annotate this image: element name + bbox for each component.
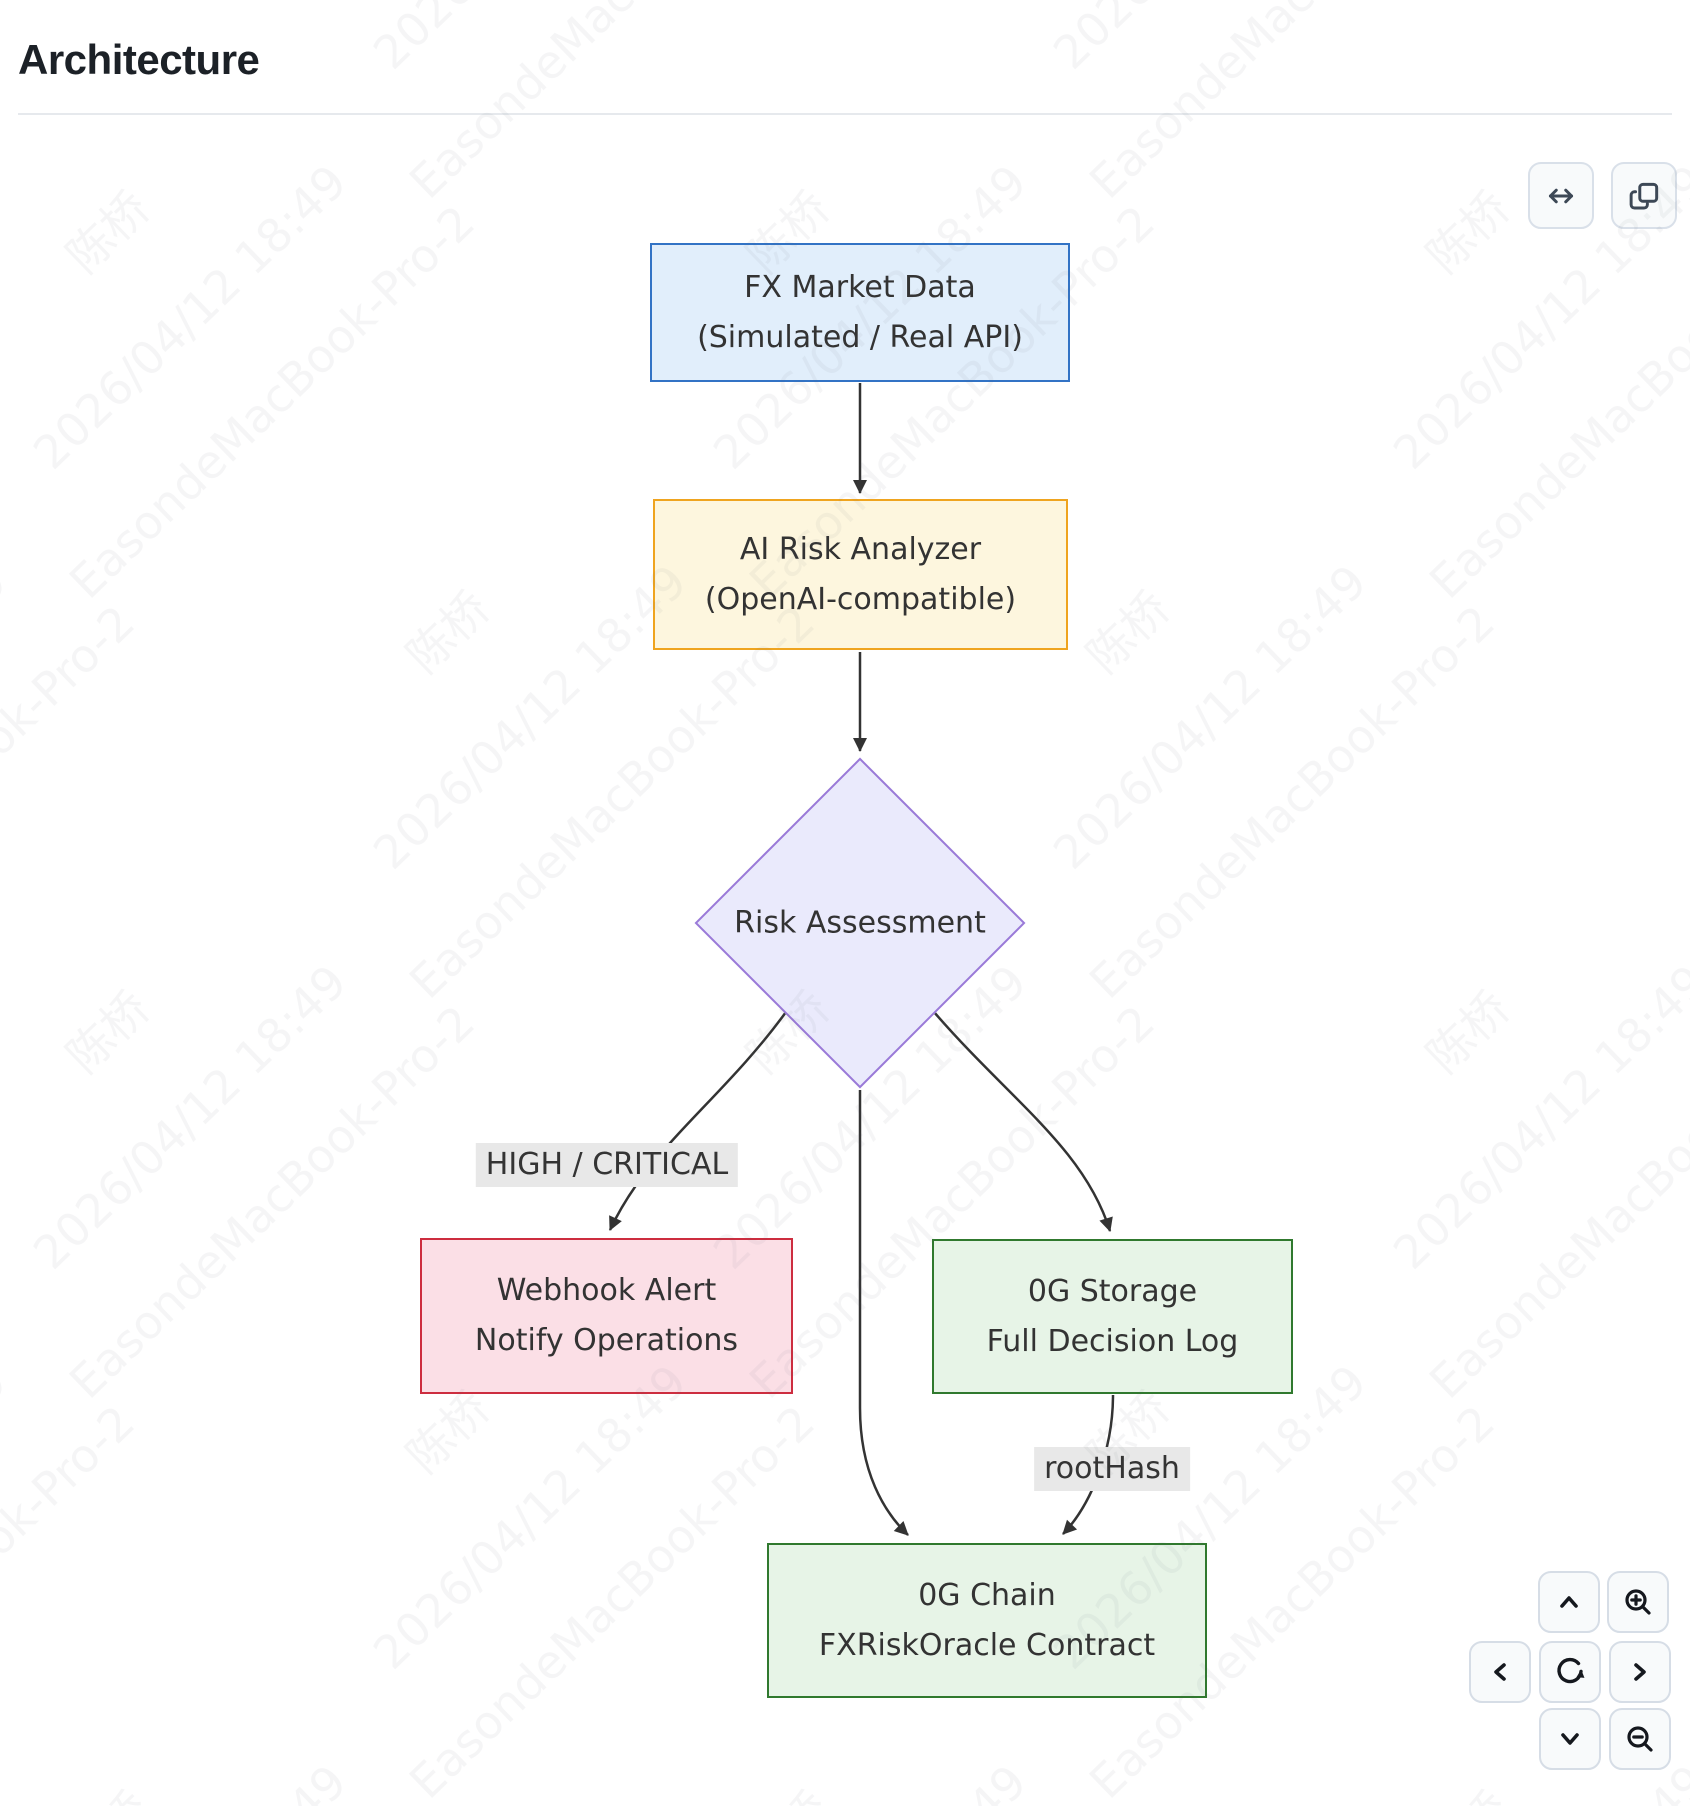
edge-assessment-to-chain: [858, 1090, 909, 1536]
node-label: 0G Storage: [1027, 1273, 1198, 1309]
node-ai-risk-analyzer: AI Risk Analyzer (OpenAI-compatible): [653, 499, 1068, 650]
chevron-down-icon: [1553, 1722, 1587, 1756]
node-label: Notify Operations: [474, 1323, 739, 1358]
pan-up-button[interactable]: [1538, 1571, 1600, 1633]
node-label: 0G Chain: [918, 1577, 1056, 1613]
node-label: (OpenAI-compatible): [704, 581, 1017, 617]
node-webhook-alert: Webhook Alert Notify Operations: [420, 1238, 793, 1394]
node-label: AI Risk Analyzer: [739, 531, 982, 567]
chevron-right-icon: [1623, 1655, 1657, 1689]
pan-right-button[interactable]: [1609, 1641, 1671, 1703]
chevron-up-icon: [1552, 1585, 1586, 1619]
fit-width-button[interactable]: [1528, 162, 1594, 229]
zoom-in-icon: [1621, 1585, 1655, 1619]
edge-label-high-critical: HIGH / CRITICAL: [475, 1143, 739, 1187]
pan-left-button[interactable]: [1469, 1641, 1531, 1703]
page-title: Architecture: [18, 36, 260, 83]
copy-icon: [1625, 177, 1663, 215]
chevron-left-icon: [1483, 1655, 1517, 1689]
node-label: FX Market Data: [744, 269, 976, 305]
edge-label-roothash: rootHash: [1034, 1447, 1190, 1491]
node-label: FXRiskOracle Contract: [818, 1627, 1156, 1663]
zoom-in-button[interactable]: [1607, 1571, 1669, 1633]
title-divider: [18, 113, 1672, 115]
refresh-icon: [1553, 1655, 1587, 1689]
node-label: Webhook Alert: [496, 1273, 717, 1308]
node-label: Full Decision Log: [986, 1323, 1239, 1359]
arrows-horizontal-icon: [1542, 177, 1580, 215]
copy-button[interactable]: [1611, 162, 1677, 229]
zoom-out-icon: [1623, 1722, 1657, 1756]
node-risk-assessment-label: Risk Assessment: [734, 905, 986, 941]
node-label: (Simulated / Real API): [697, 319, 1023, 355]
zoom-out-button[interactable]: [1609, 1708, 1671, 1770]
edge-assessment-to-storage: [933, 1011, 1113, 1232]
edge-assessment-to-webhook: [608, 1011, 788, 1231]
node-0g-storage: 0G Storage Full Decision Log: [932, 1239, 1293, 1394]
node-0g-chain: 0G Chain FXRiskOracle Contract: [767, 1543, 1207, 1698]
refresh-button[interactable]: [1539, 1641, 1601, 1703]
pan-down-button[interactable]: [1539, 1708, 1601, 1770]
node-fx-market-data: FX Market Data (Simulated / Real API): [650, 243, 1070, 382]
